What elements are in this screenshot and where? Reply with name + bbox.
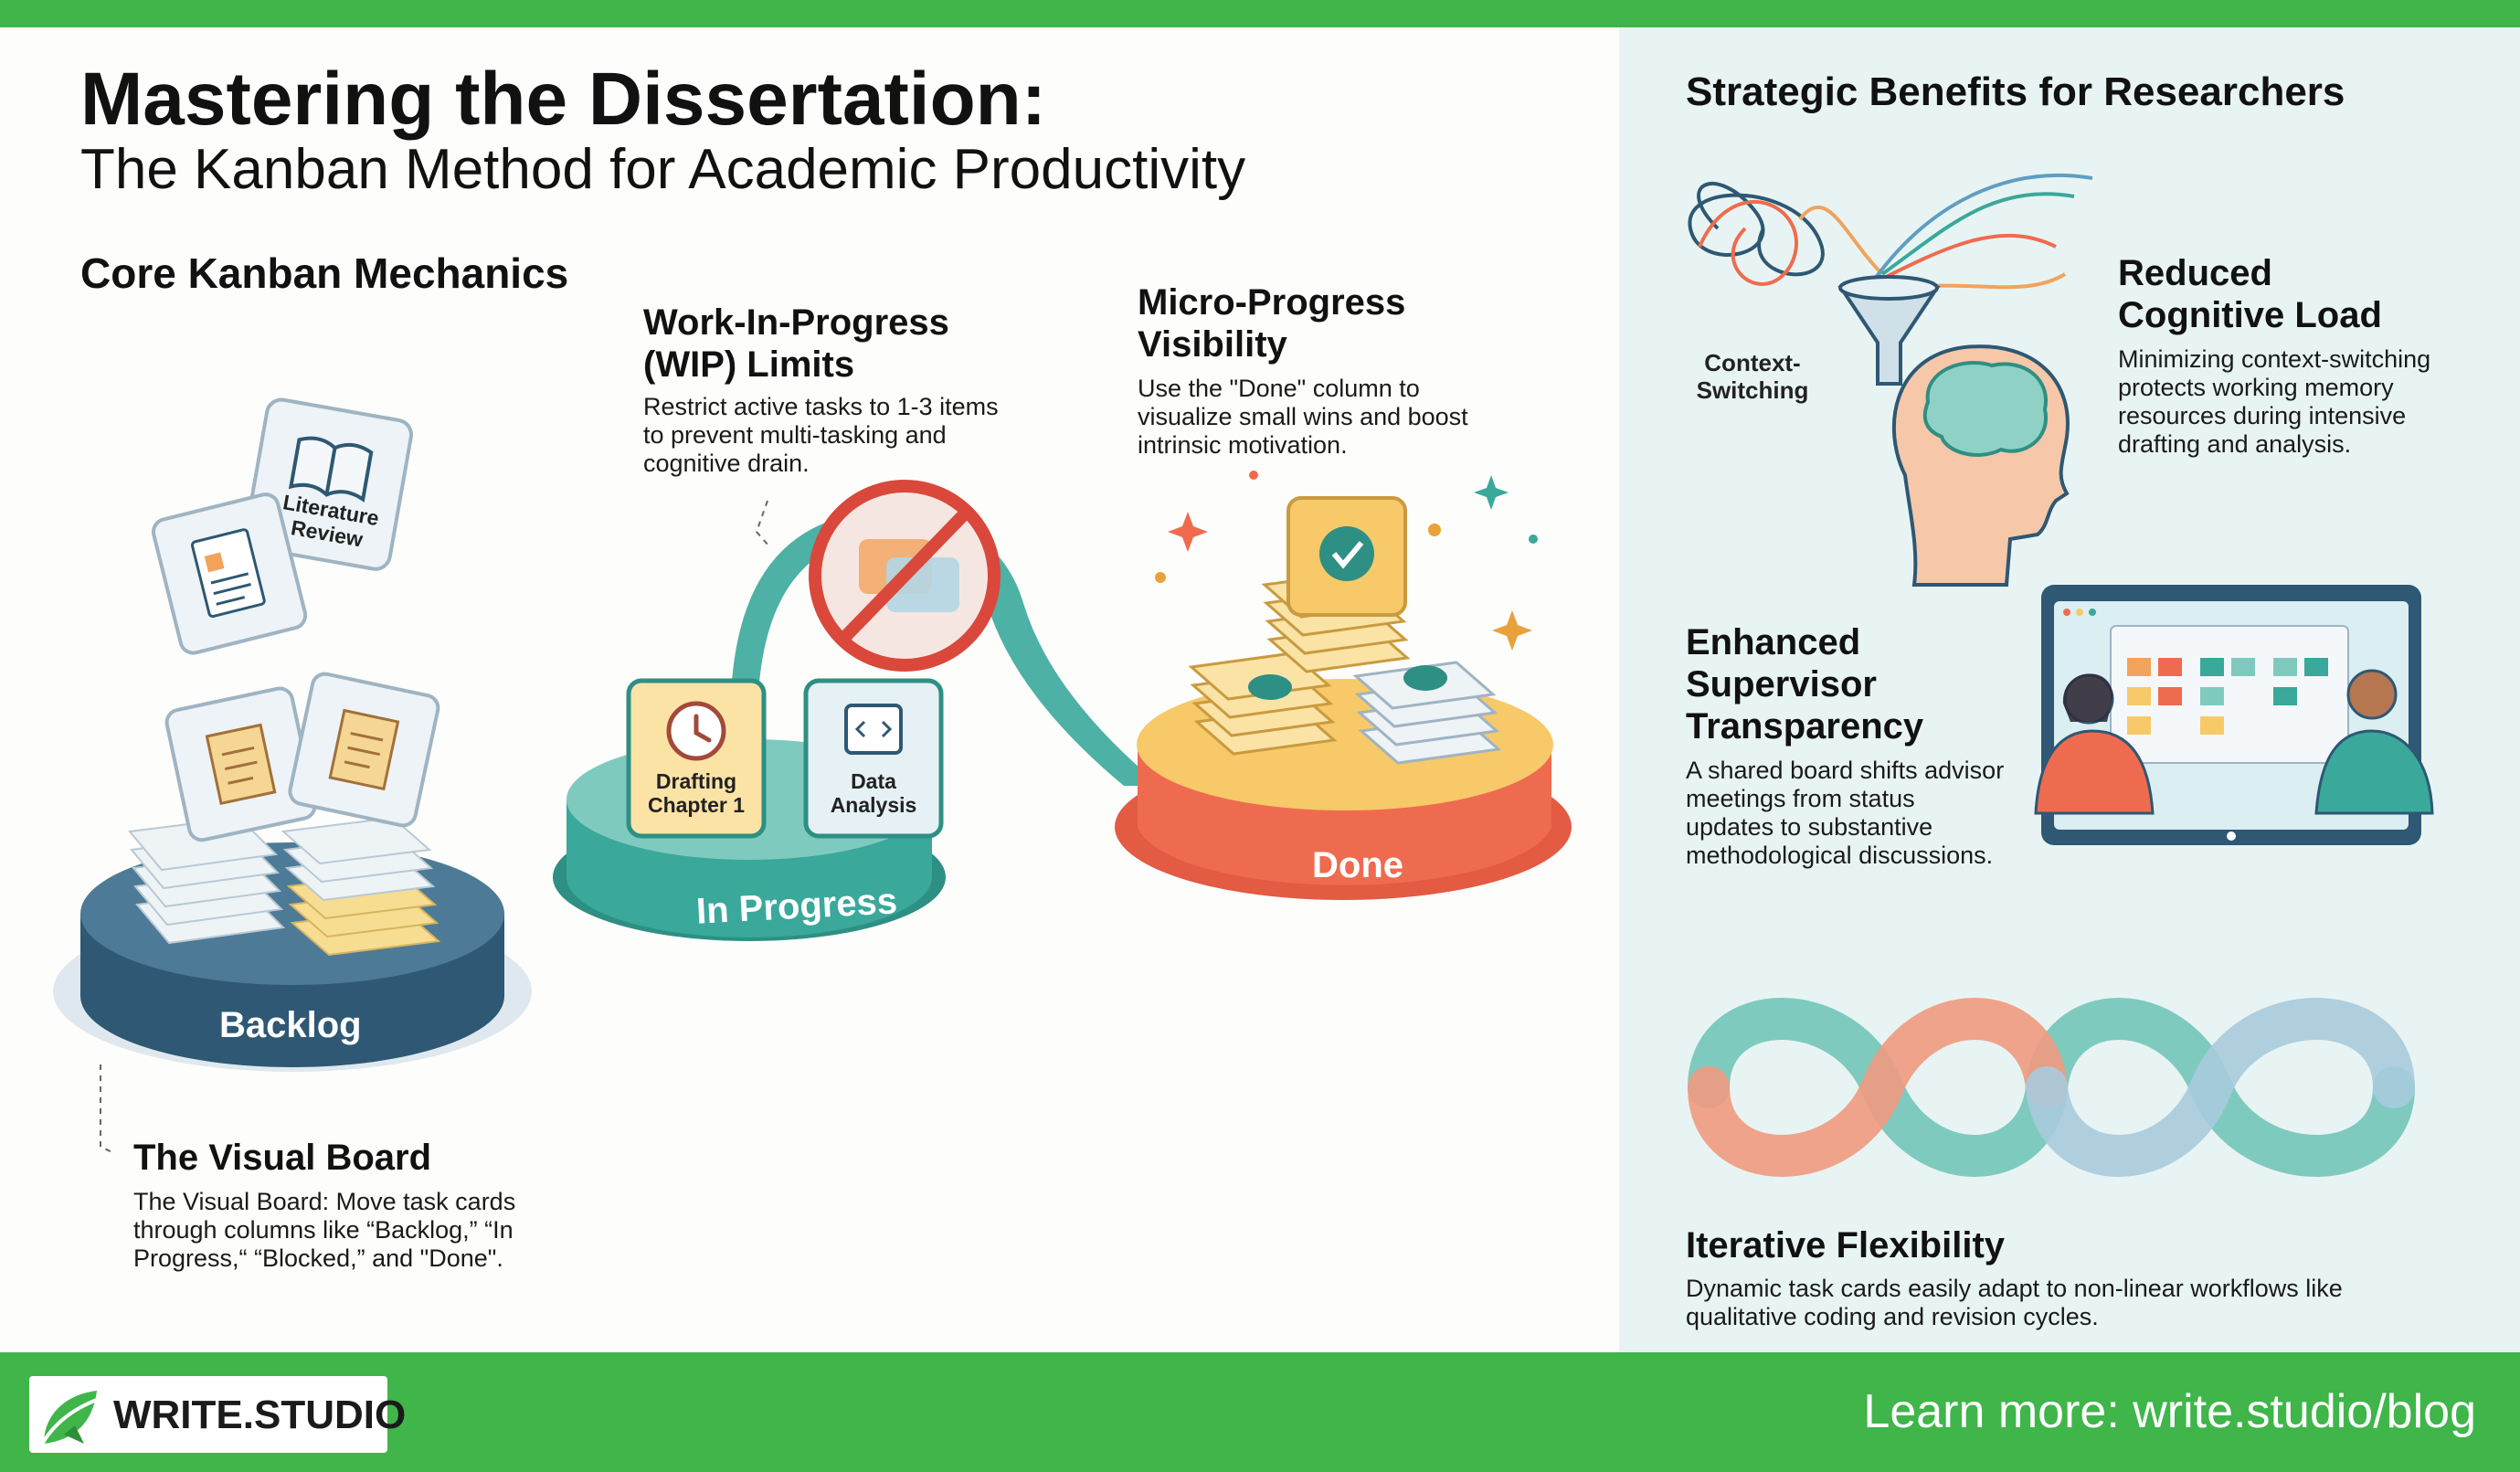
backlog-platform: [53, 816, 532, 1072]
iterative-desc-line1: Dynamic task cards easily adapt to non-l…: [1686, 1275, 2343, 1302]
supervisor-transparency-description: A shared board shifts advisor meetings f…: [1686, 757, 2004, 870]
infinity-loop-icon: [1688, 998, 2415, 1177]
page-subtitle: The Kanban Method for Academic Productiv…: [80, 138, 1246, 201]
micro-progress-heading: Micro-Progress Visibility: [1138, 281, 1405, 365]
wip-title-line1: Work-In-Progress: [643, 302, 949, 343]
data-line1: Data: [851, 769, 896, 793]
reduced-desc-line4: drafting and analysis.: [2118, 430, 2352, 458]
monitor-icon: [2034, 585, 2434, 845]
supervisor-desc-line1: A shared board shifts advisor: [1686, 757, 2005, 784]
micro-title-line2: Visibility: [1138, 324, 1287, 365]
wip-description: Restrict active tasks to 1-3 items to pr…: [643, 393, 999, 478]
drafting-line1: Drafting: [655, 769, 737, 793]
micro-title-line1: Micro-Progress: [1138, 282, 1406, 323]
reduced-desc-line2: protects working memory: [2118, 374, 2394, 401]
reduced-desc-line1: Minimizing context-switching: [2118, 345, 2431, 373]
brain-head-icon: [1891, 344, 2070, 587]
core-mechanics-heading: Core Kanban Mechanics: [80, 249, 569, 297]
floating-cards: [100, 397, 440, 1154]
iterative-flexibility-description: Dynamic task cards easily adapt to non-l…: [1686, 1275, 2343, 1331]
visual-board-desc-line2: through columns like “Backlog,” “In: [133, 1216, 514, 1244]
data-analysis-card-label: Data Analysis: [810, 769, 937, 817]
micro-desc-line2: visualize small wins and boost: [1138, 403, 1468, 430]
micro-progress-description: Use the "Done" column to visualize small…: [1138, 375, 1468, 460]
data-line2: Analysis: [830, 793, 917, 817]
context-switching-label: Context- Switching: [1689, 349, 1816, 404]
visual-board-description: The Visual Board: Move task cards throug…: [133, 1188, 515, 1273]
supervisor-desc-line4: methodological discussions.: [1686, 842, 1994, 869]
reduced-load-description: Minimizing context-switching protects wo…: [2118, 345, 2430, 459]
wip-desc-line1: Restrict active tasks to 1-3 items: [643, 393, 999, 420]
reduced-desc-line3: resources during intensive: [2118, 402, 2407, 429]
tangle-lines: [1688, 174, 2093, 294]
supervisor-desc-line3: updates to substantive: [1686, 813, 1933, 841]
drafting-chapter-card-label: Drafting Chapter 1: [632, 769, 760, 817]
supervisor-transparency-heading: Enhanced Supervisor Transparency: [1686, 621, 1923, 747]
wip-heading: Work-In-Progress (WIP) Limits: [643, 302, 949, 386]
in-progress-platform: [553, 480, 1160, 941]
visual-board-desc-line1: The Visual Board: Move task cards: [133, 1188, 516, 1215]
supervisor-title-line3: Transparency: [1686, 706, 1924, 747]
page-title: Mastering the Dissertation:: [80, 58, 1047, 141]
wip-desc-line3: cognitive drain.: [643, 450, 810, 477]
visual-board-heading: The Visual Board: [133, 1138, 432, 1178]
context-line2: Switching: [1696, 376, 1809, 404]
drafting-line2: Chapter 1: [647, 793, 746, 817]
supervisor-title-line1: Enhanced: [1686, 622, 1861, 662]
done-platform: [1115, 471, 1572, 900]
done-label: Done: [1312, 845, 1403, 885]
iterative-desc-line2: qualitative coding and revision cycles.: [1686, 1303, 2099, 1330]
funnel-icon: [1837, 275, 1941, 386]
backlog-label: Backlog: [219, 1005, 362, 1045]
context-line1: Context-: [1704, 349, 1801, 376]
micro-desc-line3: intrinsic motivation.: [1138, 431, 1348, 459]
reduced-title-line2: Cognitive Load: [2118, 295, 2382, 335]
wip-desc-line2: to prevent multi-tasking and: [643, 421, 947, 449]
visual-board-desc-line3: Progress,“ “Blocked,” and "Done".: [133, 1244, 503, 1272]
top-accent-bar: [0, 0, 2520, 27]
micro-desc-line1: Use the "Done" column to: [1138, 375, 1420, 402]
benefits-heading: Strategic Benefits for Researchers: [1686, 69, 2345, 114]
learn-more-link[interactable]: Learn more: write.studio/blog: [1863, 1385, 2476, 1438]
footer-bar: [0, 1352, 2520, 1472]
logo-wordmark: WRITE.STUDIO: [113, 1393, 407, 1437]
reduced-load-heading: Reduced Cognitive Load: [2118, 252, 2382, 336]
iterative-flexibility-heading: Iterative Flexibility: [1686, 1225, 2006, 1265]
supervisor-title-line2: Supervisor: [1686, 664, 1877, 704]
wip-title-line2: (WIP) Limits: [643, 344, 855, 385]
reduced-title-line1: Reduced: [2118, 253, 2272, 293]
supervisor-desc-line2: meetings from status: [1686, 785, 1915, 812]
